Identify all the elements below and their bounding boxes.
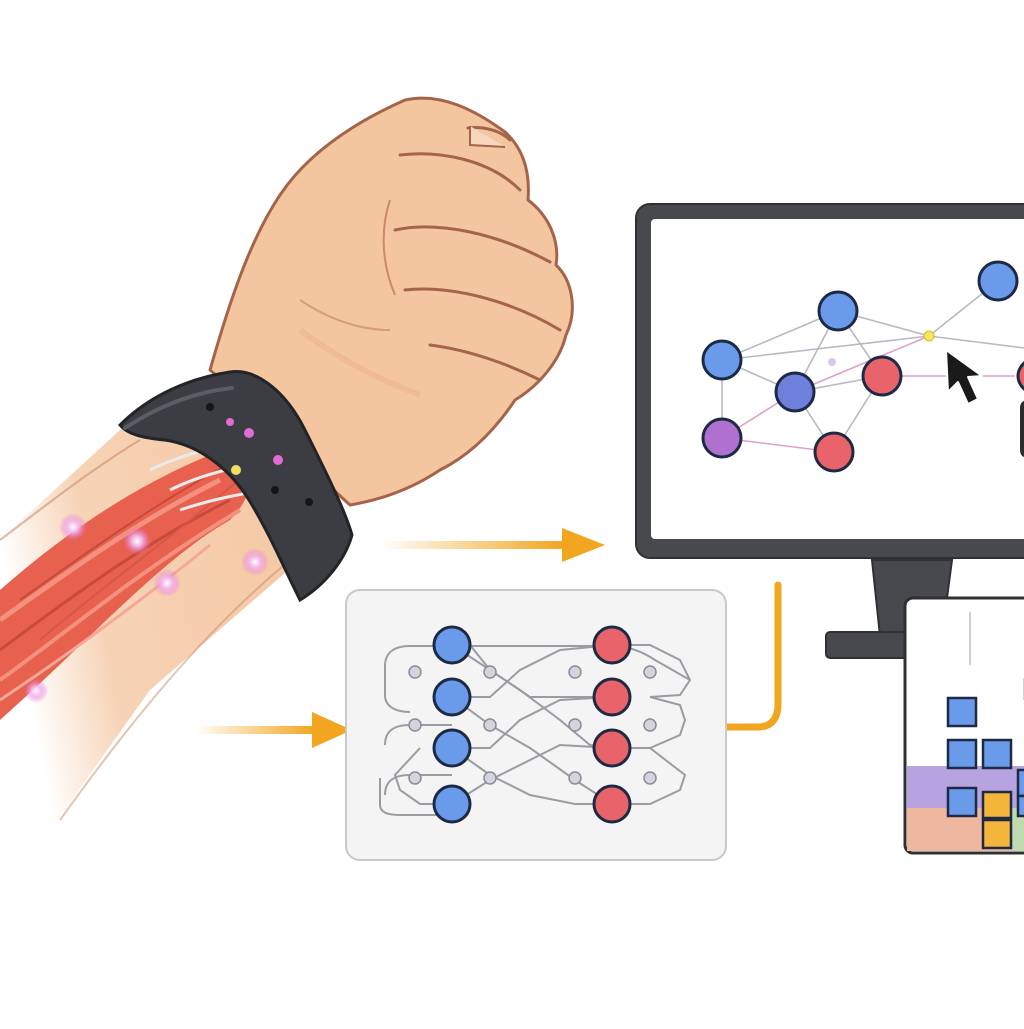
network-junctions xyxy=(408,665,657,785)
game-block-gold xyxy=(981,818,1013,850)
emg-signal-glows xyxy=(24,513,269,703)
game-block-blue xyxy=(1016,794,1024,818)
sensor-dot xyxy=(305,498,313,506)
wristband-sensor-icon xyxy=(117,370,354,603)
network-node-red xyxy=(592,728,632,768)
connector-network-to-monitor xyxy=(704,581,782,731)
block-game-icon xyxy=(903,596,1024,855)
sensor-light xyxy=(244,428,254,438)
wristband-body xyxy=(117,370,354,603)
sensor-light xyxy=(226,418,234,426)
graph-node-red xyxy=(813,431,855,473)
sensor-dot xyxy=(206,403,214,411)
graph-node-blue xyxy=(701,339,743,381)
game-floor-green xyxy=(1010,808,1024,851)
screen-graph xyxy=(701,260,1024,473)
game-block-blue xyxy=(1016,768,1024,798)
input-layer-nodes xyxy=(432,625,472,824)
hand-skin xyxy=(208,96,574,507)
neural-network-icon xyxy=(345,589,727,861)
sensor-light xyxy=(273,455,283,465)
game-block-gold xyxy=(981,790,1013,820)
graph-junction xyxy=(828,358,836,366)
network-node-blue xyxy=(432,728,472,768)
sensor-light xyxy=(231,465,241,475)
sensor-dot xyxy=(271,486,279,494)
graph-node-blue xyxy=(774,371,816,413)
network-node-blue xyxy=(432,784,472,824)
graph-node-blue xyxy=(817,290,859,332)
output-layer-nodes xyxy=(592,625,632,824)
monitor-screen xyxy=(651,219,1024,539)
graph-node-blue xyxy=(977,260,1019,302)
game-block-blue xyxy=(946,786,978,818)
forearm-outline-top xyxy=(0,439,141,541)
network-node-red xyxy=(592,677,632,717)
overlay-shape-partial xyxy=(1020,400,1024,458)
network-node-red xyxy=(592,625,632,665)
network-node-red xyxy=(592,784,632,824)
graph-node-partial xyxy=(1016,361,1024,391)
graph-node-purple xyxy=(701,417,743,459)
network-node-blue xyxy=(432,625,472,665)
network-node-blue xyxy=(432,677,472,717)
hand-fist xyxy=(208,96,574,507)
forearm-outline-bottom xyxy=(59,559,291,821)
active-point xyxy=(923,330,935,342)
graph-node-red xyxy=(861,355,903,397)
flow-arrows xyxy=(195,528,782,748)
game-block-blue xyxy=(946,696,978,728)
game-block-blue xyxy=(981,738,1013,770)
game-block-blue xyxy=(946,738,978,770)
arrow-arm-to-network xyxy=(195,712,352,748)
cursor-arrow-icon xyxy=(945,349,983,405)
arrow-band-to-monitor xyxy=(380,528,605,562)
